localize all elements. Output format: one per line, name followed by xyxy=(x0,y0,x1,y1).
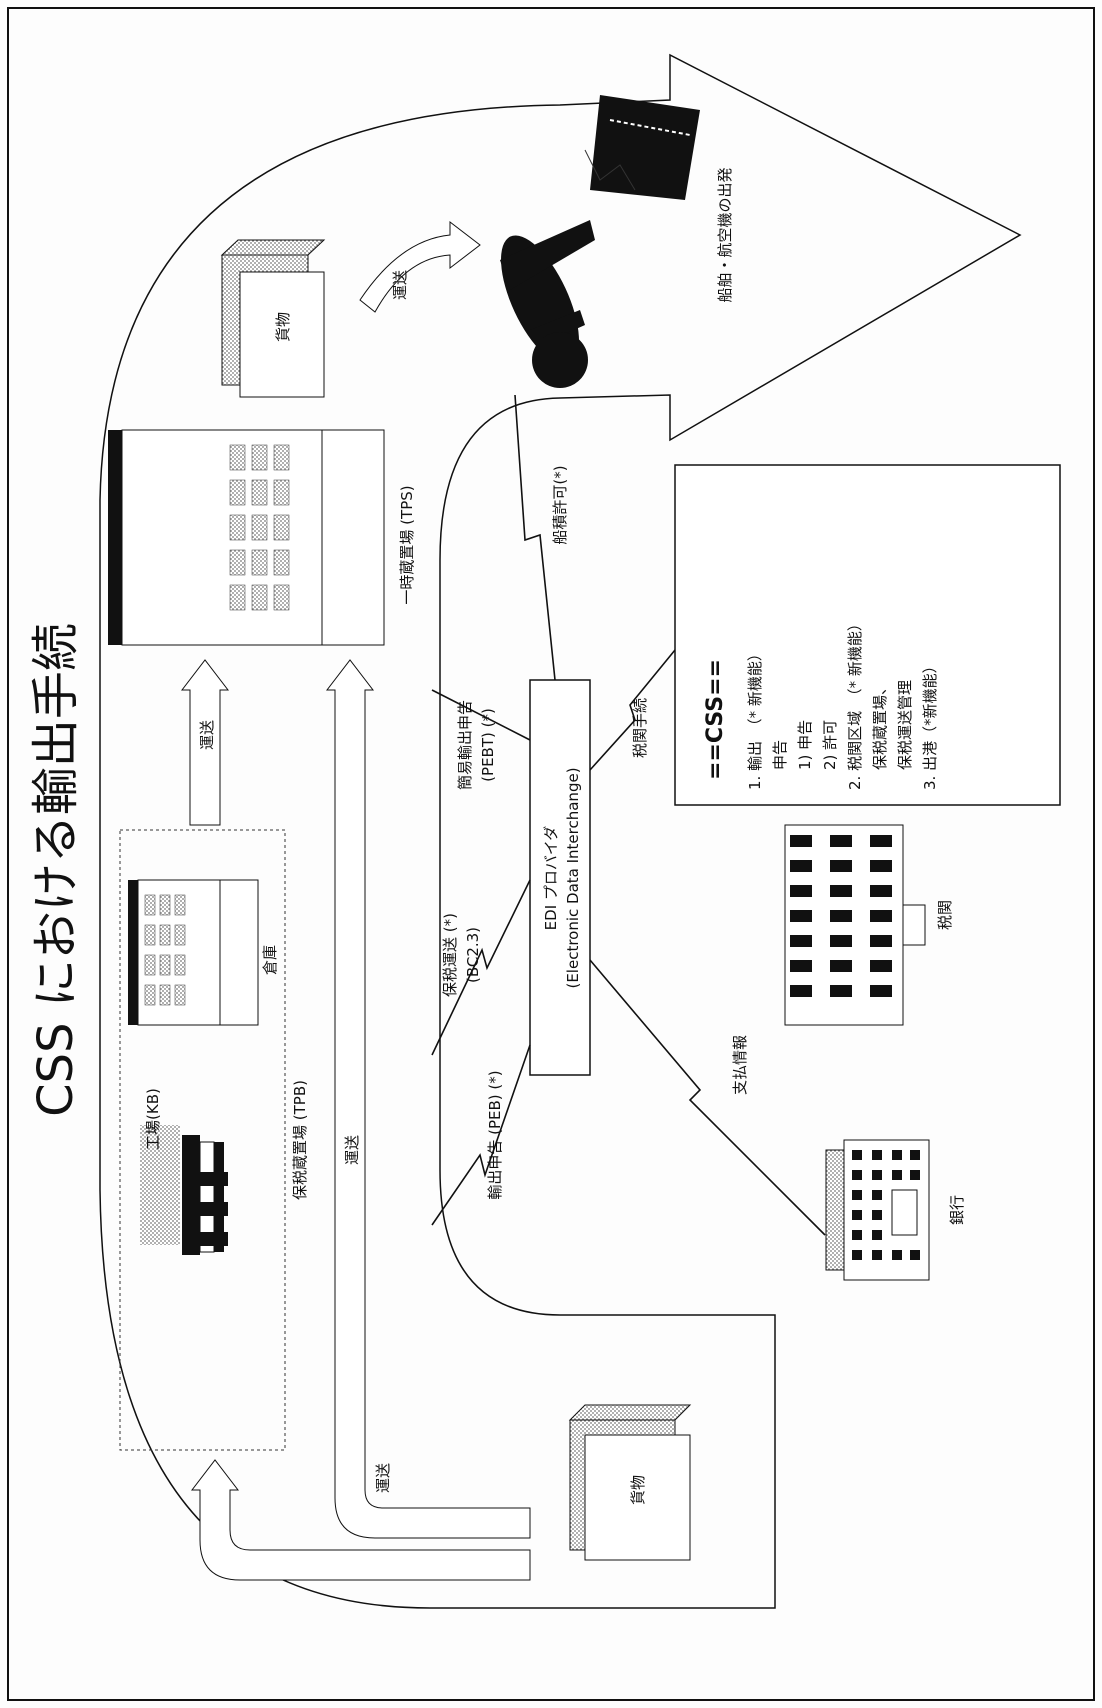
label-customs: 税関 xyxy=(936,900,954,930)
css-line-6: 保税蔵置場、 xyxy=(871,680,889,770)
label-payment-info: 支払情報 xyxy=(731,1035,749,1095)
transport-label-3: 運送 xyxy=(343,1135,361,1165)
edi-provider-label-group: EDI プロバイダ xyxy=(542,826,560,931)
label-bank: 銀行 xyxy=(948,1195,966,1225)
transport-label-4-group: 運送 xyxy=(374,1463,392,1493)
transport-label-4: 運送 xyxy=(374,1463,392,1493)
line-loading-permit xyxy=(515,395,555,680)
label-cargo-bottom: 貨物 xyxy=(629,1475,647,1505)
transport-label-2-group: 運送 xyxy=(198,720,216,750)
transport-arrow-to-plane xyxy=(360,222,480,312)
css-system-box xyxy=(675,465,1060,805)
edi-provider-label: EDI プロバイダ xyxy=(542,826,560,931)
label-factory: 工場(KB) xyxy=(144,1088,162,1150)
css-line-3: 1) 申告 xyxy=(796,720,814,770)
page-title: CSS における輸出手続 xyxy=(28,623,84,1117)
bank-building-icon xyxy=(826,1140,929,1280)
css-line-5: 2. 税関区域 （* 新機能） xyxy=(846,616,864,790)
label-customs-procedure: 税関手続 xyxy=(631,698,649,758)
css-box-header: ==CSS== xyxy=(703,659,728,780)
transport-label-2: 運送 xyxy=(198,720,216,750)
line-export-declaration xyxy=(432,1045,530,1225)
label-loading-permit: 船積許可(*) xyxy=(551,465,569,544)
title-group: CSS における輸出手続 xyxy=(28,623,84,1117)
label-bonded-warehouse: 保税蔵置場 (TPB) xyxy=(291,1080,309,1200)
warehouse-icon xyxy=(128,880,258,1025)
edi-full-label-group: (Electronic Data Interchange) xyxy=(564,767,582,988)
css-line-4: 2) 許可 xyxy=(821,720,839,770)
label-simplified-declaration-code: (PEBT) (*) xyxy=(479,708,497,782)
transport-label-1: 運送 xyxy=(391,270,409,300)
transport-label-3-group: 運送 xyxy=(343,1135,361,1165)
label-bonded-transport-code: (BC2.3) xyxy=(464,927,482,983)
temporary-storage-icon xyxy=(108,430,384,645)
label-temporary-storage: 一時蔵置場 (TPS) xyxy=(398,485,416,604)
ship-icon xyxy=(585,95,700,200)
label-bonded-transport: 保税運送 (*) xyxy=(441,913,459,997)
label-cargo-top: 貨物 xyxy=(274,312,292,342)
label-simplified-declaration: 簡易輸出申告 xyxy=(456,700,474,790)
css-line-7: 保税運送管理 xyxy=(896,680,914,770)
airplane-icon xyxy=(485,220,595,388)
customs-building-icon xyxy=(785,825,925,1025)
label-departure: 船舶・航空機の出発 xyxy=(716,167,734,302)
cargo-box-top xyxy=(222,240,324,397)
label-export-declaration: 輸出申告 (PEB) (*) xyxy=(486,1070,504,1199)
css-line-1: 1. 輸出 （* 新機能） xyxy=(746,646,764,790)
css-line-2: 申告 xyxy=(771,740,789,770)
label-warehouse: 倉庫 xyxy=(261,945,279,975)
transport-label-1-group: 運送 xyxy=(391,270,409,300)
edi-full-label: (Electronic Data Interchange) xyxy=(564,767,582,988)
css-box-header-group: ==CSS== xyxy=(703,659,728,780)
css-line-8: 3. 出港（*新機能） xyxy=(921,658,939,790)
